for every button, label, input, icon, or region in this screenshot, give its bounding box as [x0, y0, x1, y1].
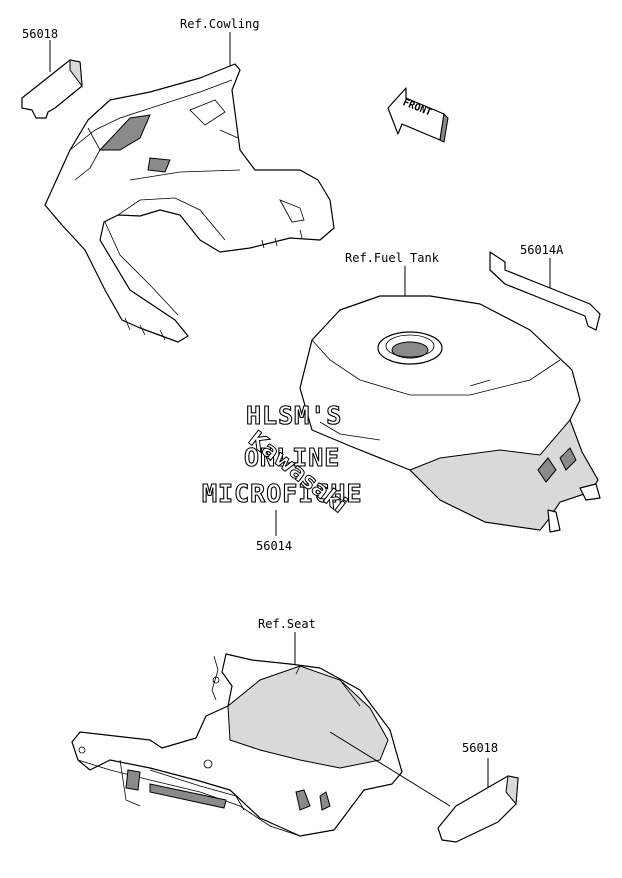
label-ref-cowling: Ref.Cowling: [180, 17, 259, 31]
label-56018-top: 56018: [22, 27, 58, 41]
cowling-part: [44, 63, 335, 343]
fuel-tank-part: [299, 295, 601, 533]
front-arrow: FRONT: [387, 87, 449, 143]
watermark-line-1: HLSM'S: [246, 401, 342, 430]
seat-cowl-part: [71, 653, 403, 837]
watermark: HLSM'S ONLINE MICROFICHE: [201, 400, 363, 508]
watermark-line-3: MICROFICHE: [202, 479, 363, 508]
label-56014a: 56014A: [520, 243, 564, 257]
label-56018-bottom: 56018: [462, 741, 498, 755]
label-ref-seat: Ref.Seat: [258, 617, 316, 631]
decal-56018-top: [21, 59, 83, 119]
decal-56018-bottom: [437, 775, 519, 843]
watermark-line-2: ONLINE: [244, 443, 340, 472]
label-56014: 56014: [256, 539, 292, 553]
decal-56014a: [489, 251, 601, 331]
label-ref-fuel-tank: Ref.Fuel Tank: [345, 251, 440, 265]
